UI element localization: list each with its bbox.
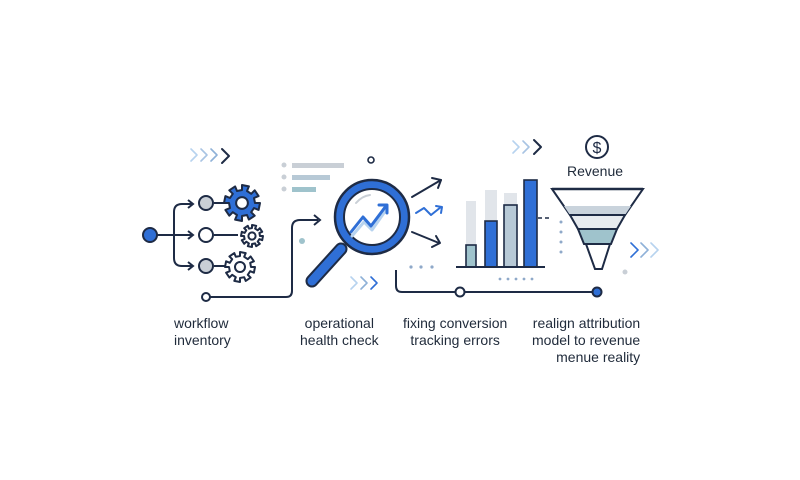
gear-hub xyxy=(234,261,246,273)
step-caption-workflow-inventory: workflow inventory xyxy=(174,315,231,349)
caption-line: operational xyxy=(304,315,374,331)
dots xyxy=(559,220,563,254)
connector-line xyxy=(206,219,318,298)
magnifier-icon xyxy=(305,178,411,288)
chevrons-icon xyxy=(350,276,378,290)
caption-line: workflow xyxy=(174,315,229,331)
chevrons-icon xyxy=(190,148,230,164)
caption-line: health check xyxy=(300,332,379,348)
dollar-symbol: $ xyxy=(593,140,602,157)
dots xyxy=(409,265,434,269)
funnel-icon xyxy=(550,187,645,270)
dots xyxy=(498,277,534,281)
revenue-label: Revenue xyxy=(567,163,624,179)
caption-line: tracking errors xyxy=(410,332,500,348)
gear-icon xyxy=(223,184,264,283)
caption-line: fixing conversion xyxy=(403,315,508,331)
gear-hub xyxy=(235,196,249,210)
bar-chart-icon xyxy=(456,179,552,268)
trend-arrow-icon xyxy=(411,177,443,248)
step-caption-realign-attribution: realign attribution model to revenue men… xyxy=(532,315,640,366)
workflow-tree xyxy=(142,195,238,274)
connector-line xyxy=(395,270,597,293)
caption-line: inventory xyxy=(174,332,231,348)
chevrons-icon xyxy=(512,139,542,155)
caption-line: menue reality xyxy=(556,349,641,365)
step-caption-operational-health-check: operational health check xyxy=(300,315,379,349)
caption-line: model to revenue xyxy=(532,332,641,348)
list-lines xyxy=(281,162,344,192)
gear-hub xyxy=(247,231,257,241)
caption-line: realign attribution xyxy=(532,315,641,331)
dollar-icon: $ xyxy=(585,135,609,159)
step-caption-fixing-conversion: fixing conversion tracking errors xyxy=(403,315,507,349)
chevrons-icon xyxy=(630,242,659,258)
